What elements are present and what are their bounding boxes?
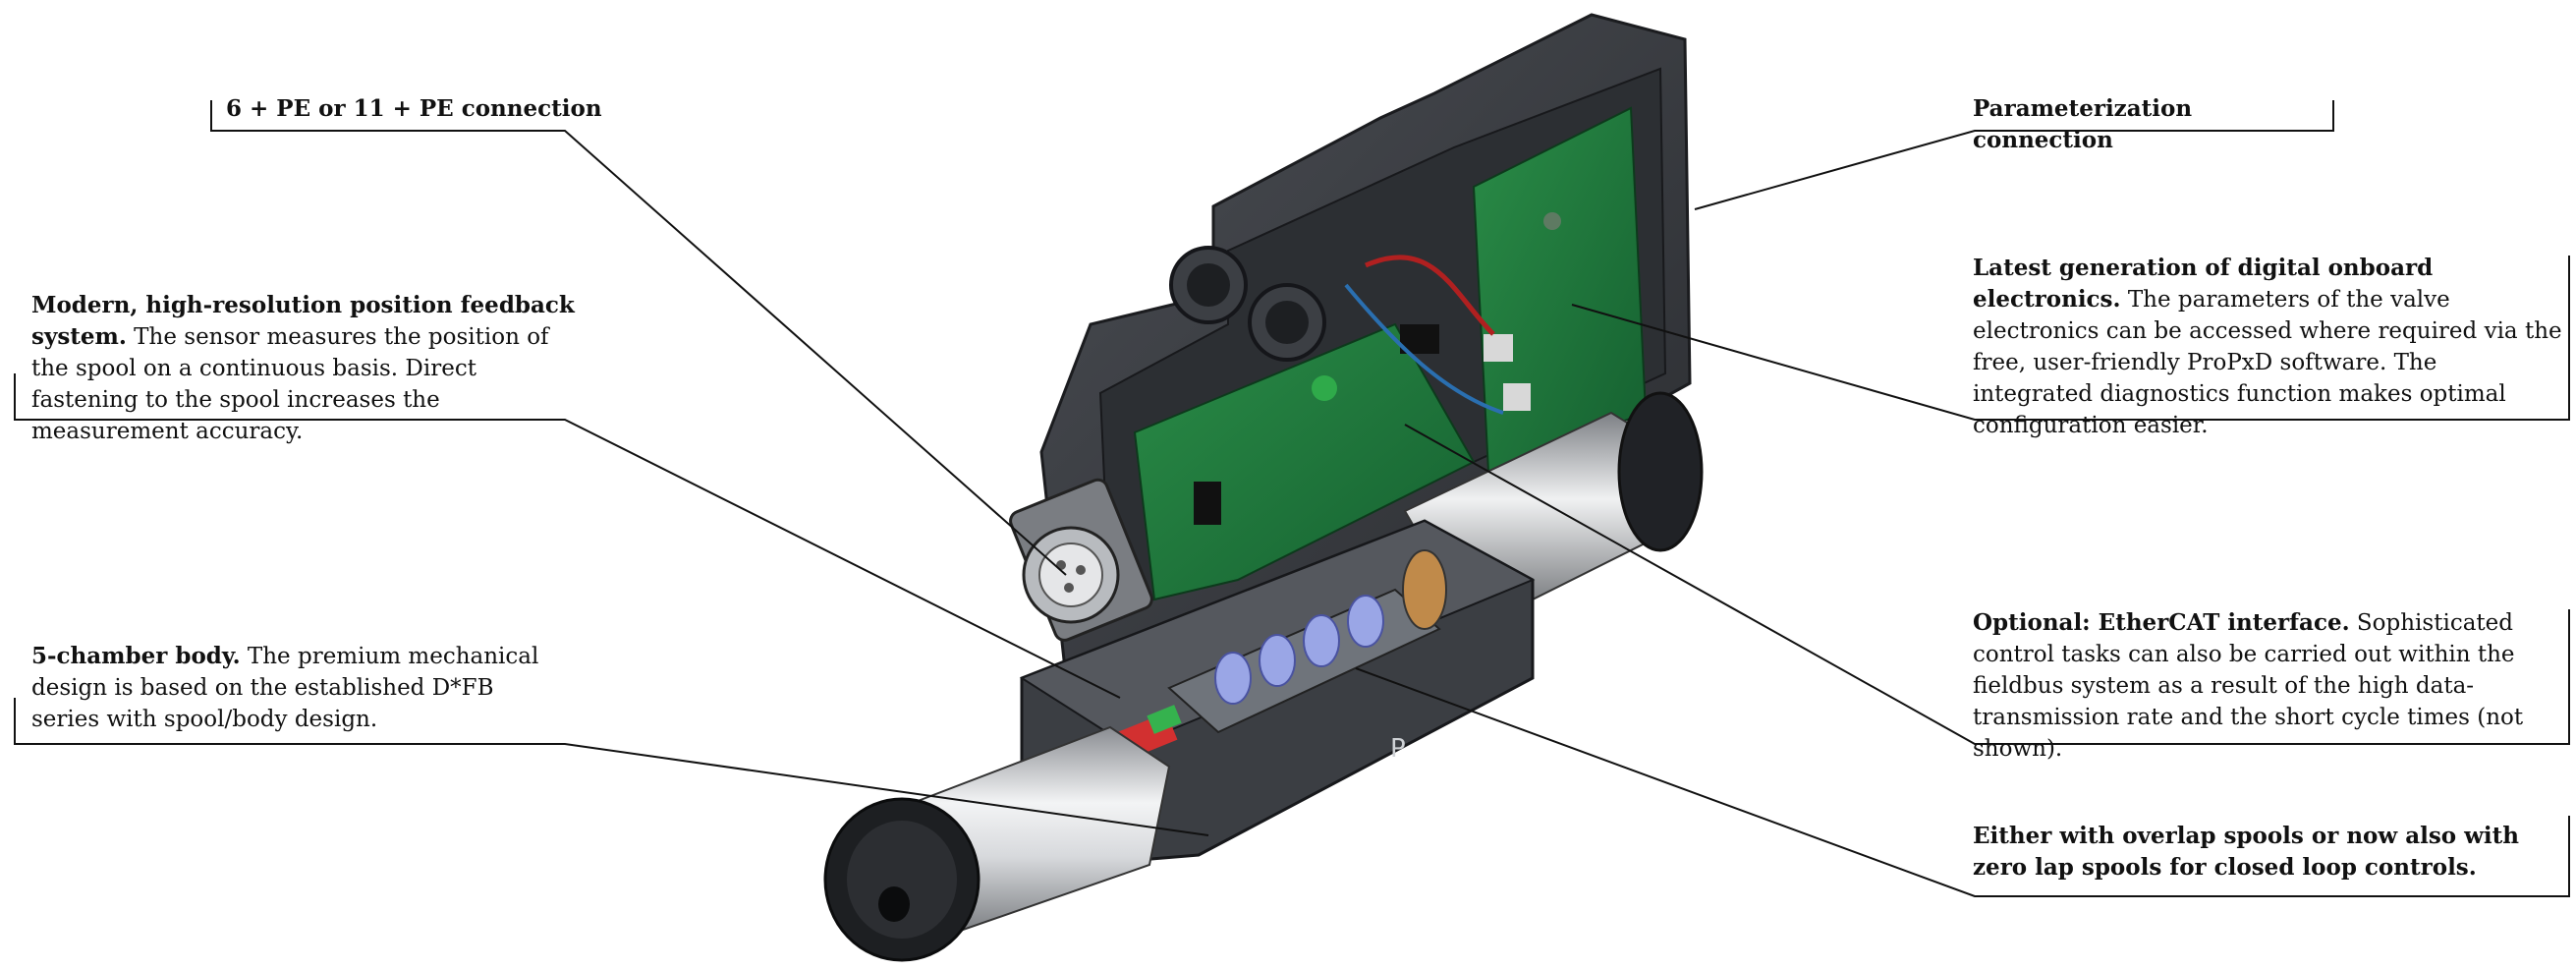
callout-ethercat: Optional: EtherCAT interface. Sophistica… <box>1973 607 2562 765</box>
callout-spools: Either with overlap spools or now also w… <box>1973 821 2562 884</box>
callout-chamber-body-body: The premium mechanical design is based o… <box>31 644 539 732</box>
callout-position-feedback-body: The sensor measures the position of the … <box>31 324 549 444</box>
round-connectors <box>1169 246 1337 401</box>
callout-parameterization: Parameterization connection <box>1973 93 2326 156</box>
callout-electronics-title: Latest generation of digital onboard ele… <box>1973 255 2434 313</box>
callout-chamber-body: 5-chamber body. The premium mechanical d… <box>31 641 562 735</box>
callout-connection-title: 6 + PE or 11 + PE connection <box>226 95 602 122</box>
spool-cutaway <box>1116 549 1447 761</box>
leader-position-feedback <box>14 373 1121 699</box>
callout-position-feedback-title: Modern, high-resolution position feedbac… <box>31 292 575 350</box>
callout-chamber-body-title: 5-chamber body. <box>31 643 241 669</box>
callout-ethercat-title: Optional: EtherCAT interface. <box>1973 609 2350 636</box>
pcb-boards <box>1133 106 1648 601</box>
callout-parameterization-title: Parameterization connection <box>1973 95 2193 153</box>
leader-parameterization <box>1694 100 2334 210</box>
callout-position-feedback: Modern, high-resolution position feedbac… <box>31 290 577 447</box>
callout-ethercat-body: Sophisticated control tasks can also be … <box>1973 610 2524 762</box>
main-connector <box>1009 478 1153 642</box>
leader-chamber-body <box>14 698 1209 836</box>
leader-electronics <box>1571 256 2570 421</box>
leader-connection <box>210 100 1067 576</box>
callout-electronics-body: The parameters of the valve electronics … <box>1973 287 2562 438</box>
leader-ethercat <box>1404 424 2570 745</box>
leader-lines <box>14 100 2570 897</box>
leader-spools <box>1355 667 2570 897</box>
port-label: P <box>1390 734 1406 764</box>
callout-spools-title: Either with overlap spools or now also w… <box>1973 823 2520 881</box>
callout-connection: 6 + PE or 11 + PE connection <box>226 93 619 125</box>
left-solenoid <box>823 725 1171 962</box>
callout-electronics: Latest generation of digital onboard ele… <box>1973 253 2562 441</box>
